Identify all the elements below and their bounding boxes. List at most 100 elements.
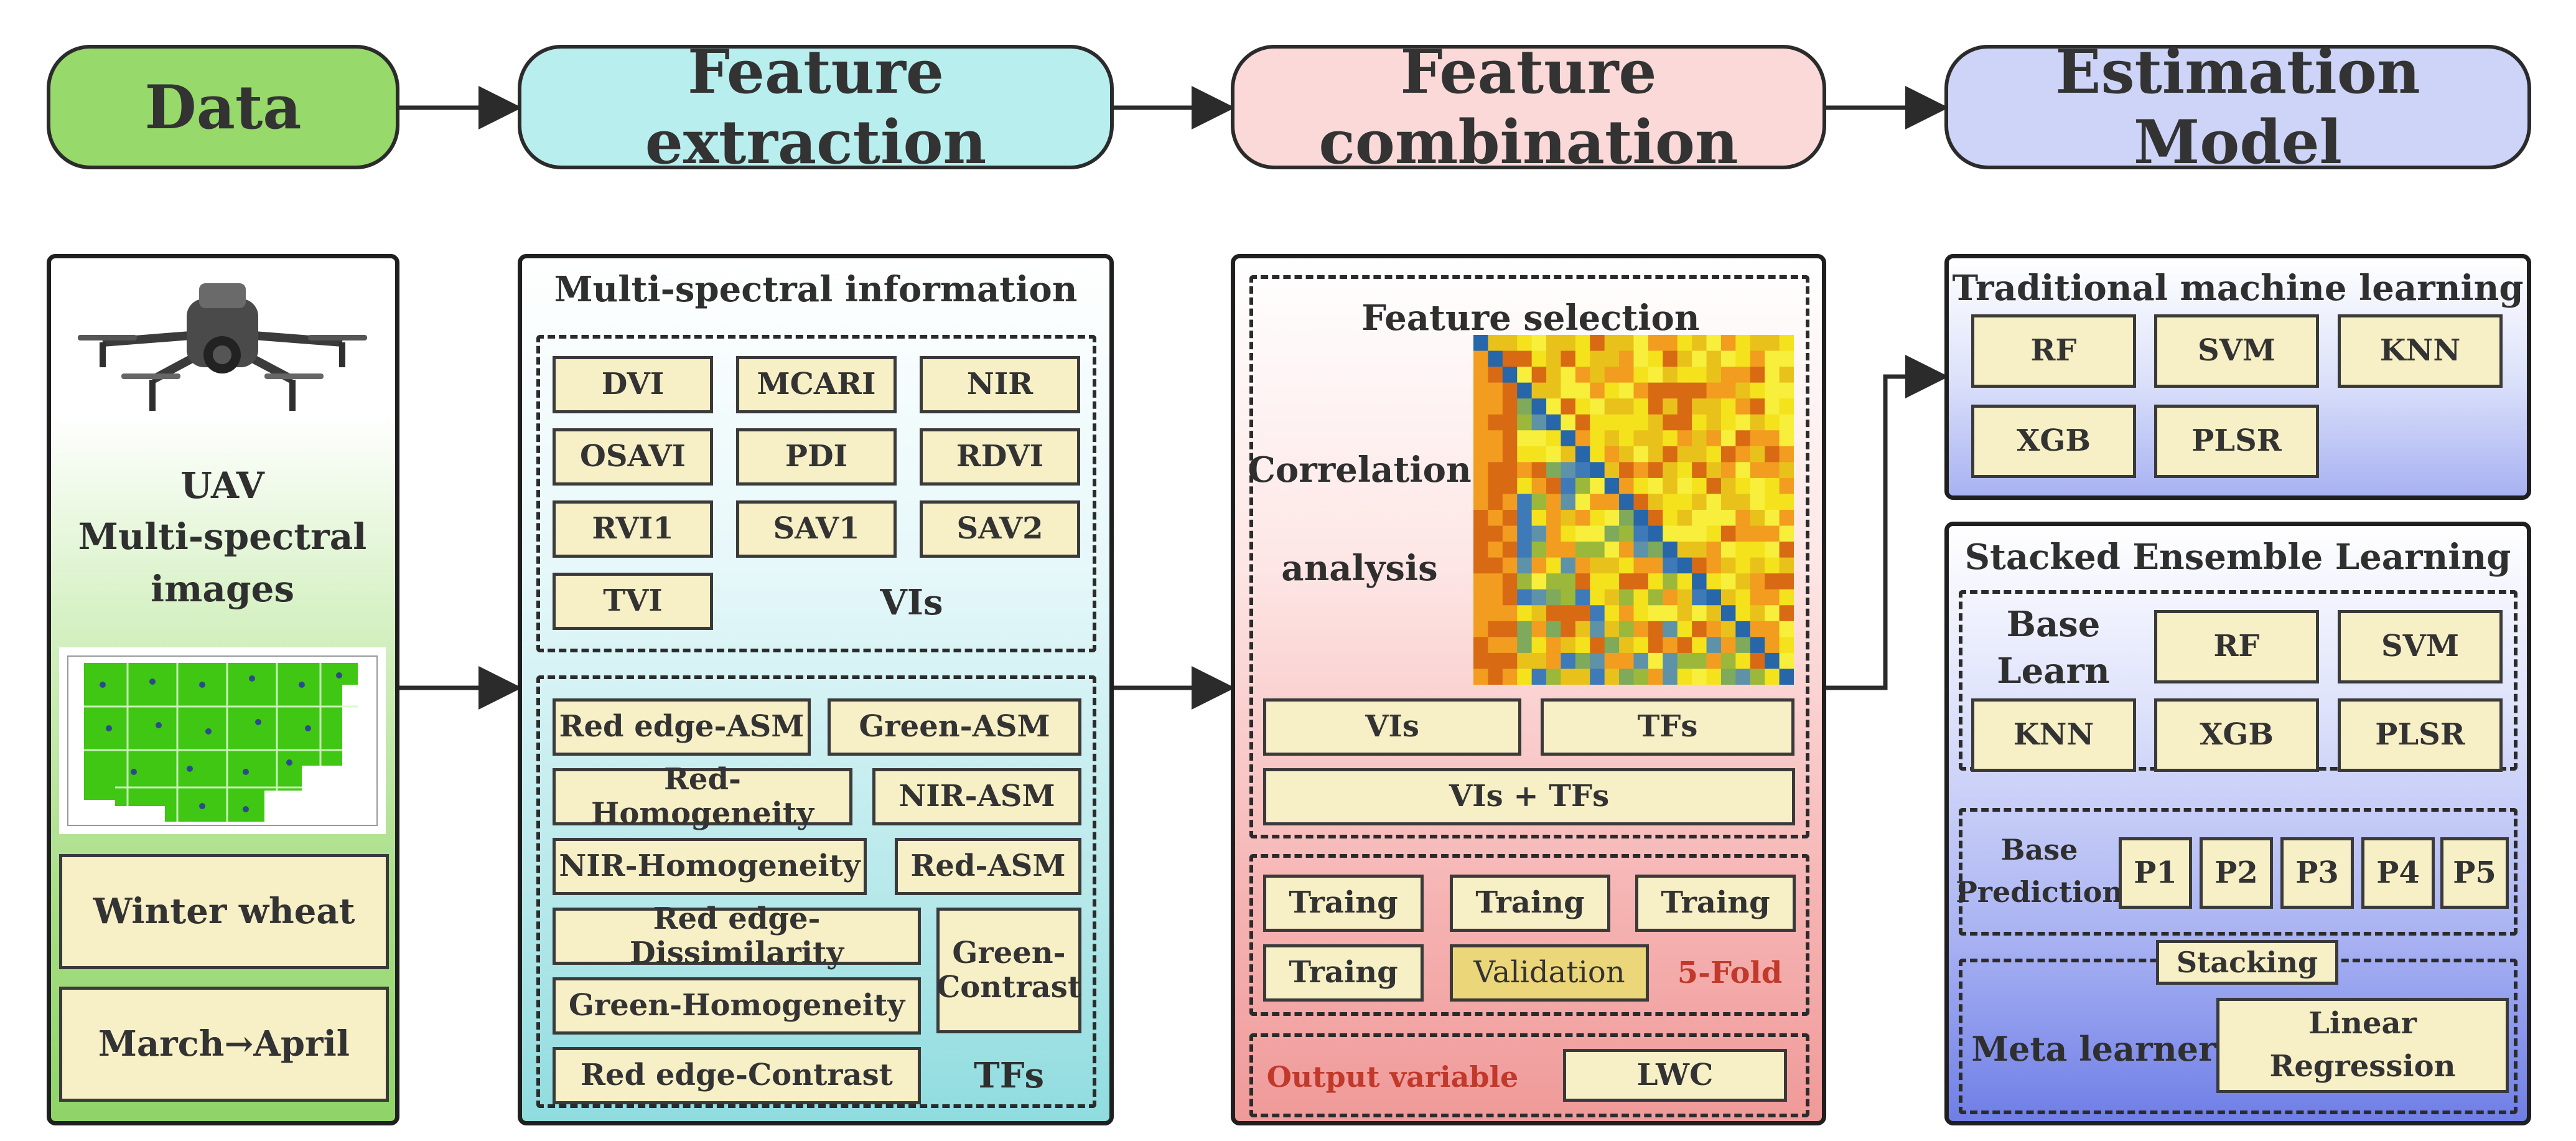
heatmap-cell — [1546, 557, 1562, 574]
heatmap-cell — [1517, 350, 1533, 367]
heatmap-cell — [1633, 430, 1649, 447]
heatmap-cell — [1735, 621, 1751, 637]
heatmap-cell — [1502, 605, 1518, 622]
heatmap-cell — [1575, 573, 1590, 590]
heatmap-cell — [1488, 398, 1503, 415]
heatmap-cell — [1575, 637, 1590, 654]
tfs-group — [536, 675, 1096, 1108]
vi-item: MCARI — [736, 356, 897, 413]
heatmap-cell — [1677, 367, 1692, 383]
trad-model-box: PLSR — [2154, 405, 2319, 478]
heatmap-cell — [1502, 398, 1518, 415]
heatmap-cell — [1750, 525, 1765, 542]
heatmap-cell — [1590, 525, 1605, 542]
heatmap-cell — [1692, 525, 1707, 542]
heatmap-cell — [1677, 557, 1692, 574]
heatmap-cell — [1619, 621, 1635, 637]
heatmap-cell — [1488, 494, 1503, 510]
heatmap-cell — [1619, 367, 1635, 383]
heatmap-cell — [1531, 367, 1547, 383]
trad-model-box: SVM — [2154, 314, 2319, 388]
heatmap-cell — [1779, 367, 1794, 383]
heatmap-cell — [1517, 652, 1533, 670]
heatmap-cell — [1575, 652, 1590, 670]
heatmap-cell — [1561, 462, 1576, 479]
output-lwc-box: LWC — [1563, 1049, 1787, 1102]
heatmap-cell — [1590, 542, 1605, 558]
heatmap-cell — [1531, 335, 1547, 352]
heatmap-cell — [1604, 621, 1620, 637]
heatmap-cell — [1546, 621, 1562, 637]
heatmap-cell — [1750, 510, 1765, 527]
heatmap-cell — [1735, 382, 1751, 399]
heatmap-cell — [1561, 669, 1576, 685]
combo-tfs-box: TFs — [1541, 698, 1794, 756]
heatmap-cell — [1663, 621, 1678, 637]
heatmap-cell — [1561, 557, 1576, 574]
heatmap-cell — [1531, 494, 1547, 510]
heatmap-cell — [1546, 446, 1562, 463]
heatmap-cell — [1619, 462, 1635, 479]
heatmap-cell — [1488, 462, 1503, 479]
trad-model-box: RF — [1971, 314, 2136, 388]
heatmap-cell — [1517, 335, 1533, 352]
heatmap-cell — [1692, 605, 1707, 622]
heatmap-cell — [1488, 621, 1503, 637]
heatmap-cell — [1488, 637, 1503, 654]
heatmap-cell — [1633, 669, 1649, 685]
heatmap-cell — [1502, 542, 1518, 558]
heatmap-cell — [1779, 589, 1794, 606]
trad-model-box: KNN — [2338, 314, 2503, 388]
heatmap-cell — [1765, 477, 1780, 495]
base-model-box: RF — [2154, 610, 2319, 683]
heatmap-cell — [1561, 621, 1576, 637]
heatmap-cell — [1663, 446, 1678, 463]
trad-model-box: XGB — [1971, 405, 2136, 478]
heatmap-cell — [1633, 621, 1649, 637]
heatmap-cell — [1648, 494, 1663, 510]
heatmap-cell — [1575, 557, 1590, 574]
heatmap-cell — [1502, 446, 1518, 463]
heatmap-cell — [1619, 605, 1635, 622]
heatmap-cell — [1517, 398, 1533, 415]
heatmap-cell — [1765, 589, 1780, 606]
heatmap-cell — [1473, 398, 1489, 415]
heatmap-cell — [1561, 605, 1576, 622]
heatmap-cell — [1546, 414, 1562, 431]
heatmap-cell — [1473, 477, 1489, 495]
heatmap-cell — [1473, 446, 1489, 463]
prediction-box: P5 — [2440, 837, 2509, 909]
heatmap-cell — [1720, 669, 1736, 685]
vi-item: TVI — [553, 573, 713, 630]
heatmap-cell — [1750, 430, 1765, 447]
heatmap-cell — [1750, 542, 1765, 558]
prediction-box: P4 — [2361, 837, 2435, 909]
heatmap-cell — [1502, 669, 1518, 685]
heatmap-cell — [1633, 573, 1649, 590]
heatmap-cell — [1561, 494, 1576, 510]
heatmap-cell — [1561, 350, 1576, 367]
heatmap-cell — [1590, 494, 1605, 510]
heatmap-cell — [1604, 573, 1620, 590]
heatmap-cell — [1750, 367, 1765, 383]
heatmap-cell — [1619, 414, 1635, 431]
meta-model-line2: Regression — [2216, 1043, 2509, 1093]
heatmap-cell — [1473, 525, 1489, 542]
heatmap-cell — [1765, 542, 1780, 558]
heatmap-cell — [1677, 430, 1692, 447]
heatmap-cell — [1590, 669, 1605, 685]
heatmap-cell — [1663, 414, 1678, 431]
heatmap-cell — [1502, 350, 1518, 367]
heatmap-cell — [1779, 669, 1794, 685]
period-box: March→April — [59, 987, 389, 1102]
heatmap-cell — [1720, 525, 1736, 542]
heatmap-cell — [1735, 589, 1751, 606]
heatmap-cell — [1750, 462, 1765, 479]
heatmap-cell — [1677, 414, 1692, 431]
heatmap-cell — [1575, 430, 1590, 447]
tf-red-homogeneity: Red-Homogeneity — [553, 762, 852, 831]
heatmap-cell — [1619, 398, 1635, 415]
heatmap-cell — [1720, 494, 1736, 510]
